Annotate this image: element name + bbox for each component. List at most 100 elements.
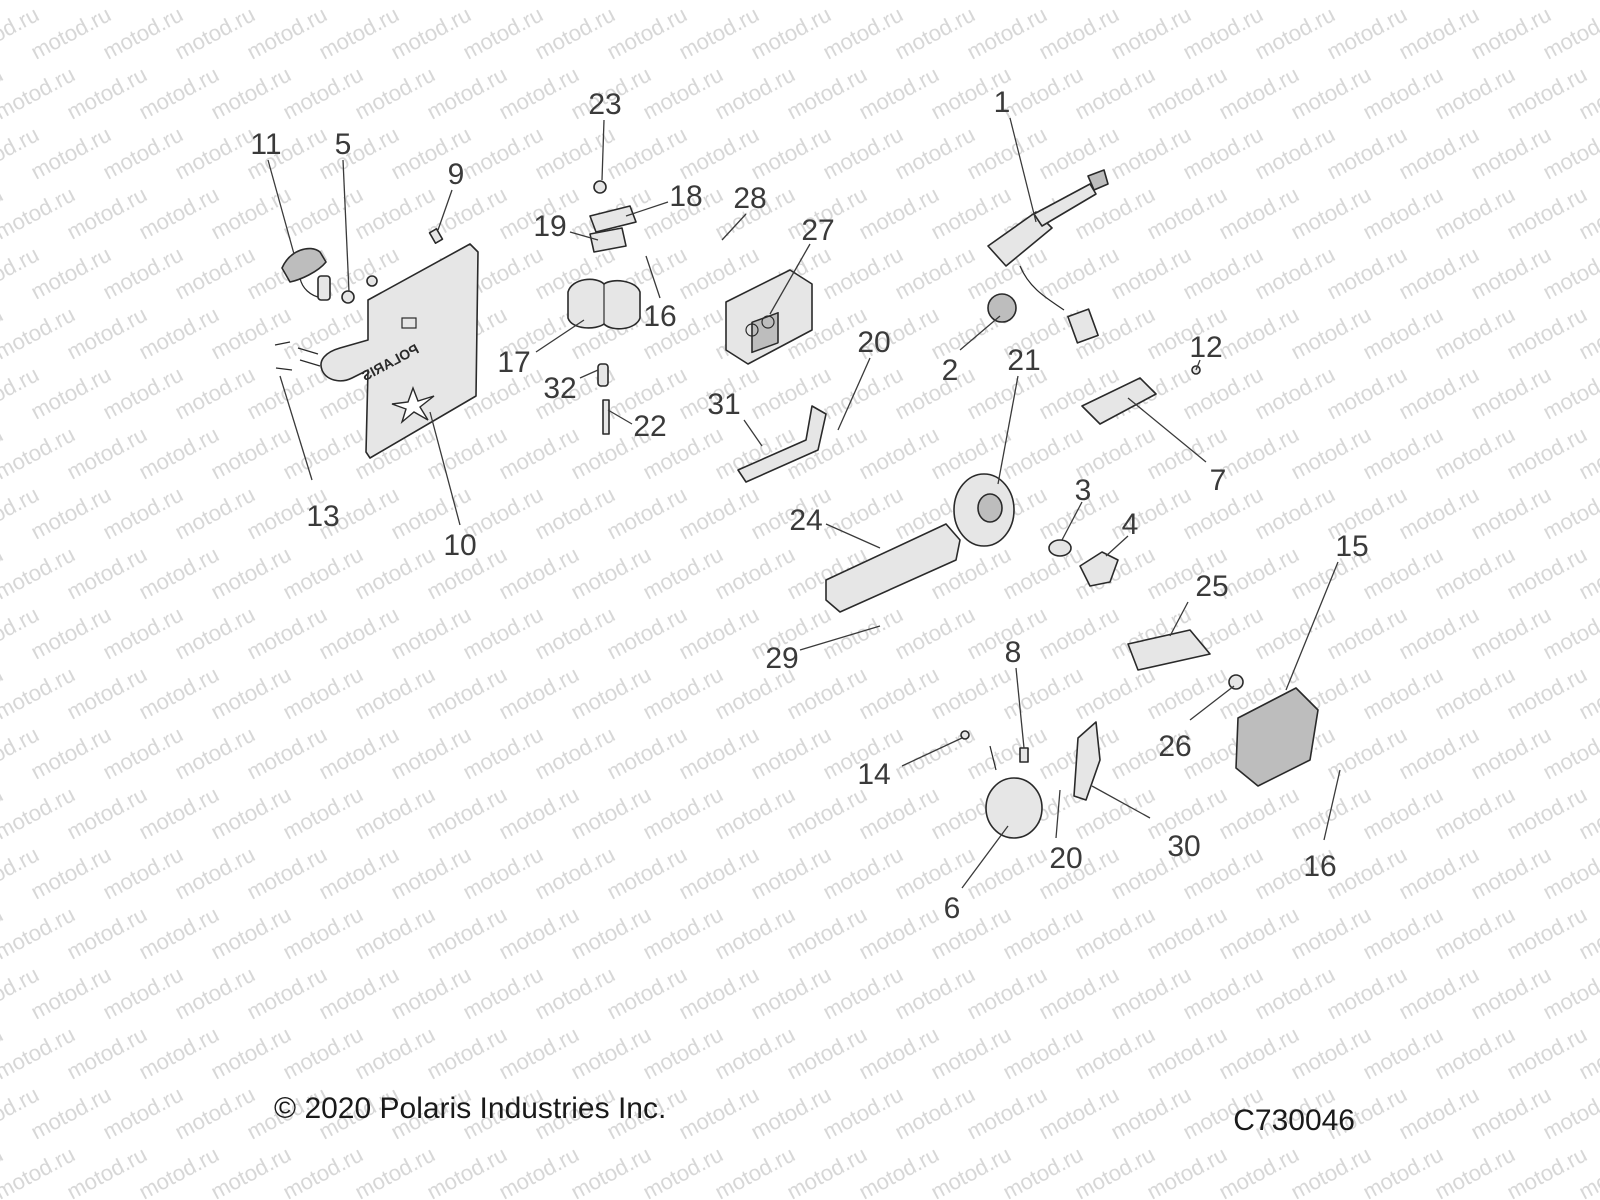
- watermark-text: motod.ru: [675, 482, 763, 545]
- watermark-text: motod.ru: [279, 542, 367, 605]
- watermark-text: motod.ru: [243, 362, 331, 425]
- watermark-text: motod.ru: [135, 662, 223, 725]
- watermark-text: motod.ru: [819, 1082, 907, 1145]
- watermark-text: motod.ru: [1143, 1022, 1231, 1085]
- watermark-text: motod.ru: [927, 0, 1015, 4]
- watermark-text: motod.ru: [351, 1142, 439, 1200]
- watermark-text: motod.ru: [135, 902, 223, 965]
- plate-star-logo: [391, 385, 435, 425]
- callout-30: 30: [1091, 785, 1201, 863]
- watermark-text: motod.ru: [1287, 1022, 1375, 1085]
- watermark-text: motod.ru: [531, 482, 619, 545]
- watermark-text: motod.ru: [1215, 422, 1303, 485]
- watermark-text: motod.ru: [1503, 902, 1591, 965]
- watermark-text: motod.ru: [675, 2, 763, 65]
- watermark-text: motod.ru: [135, 1022, 223, 1085]
- watermark-text: motod.ru: [1035, 602, 1123, 665]
- watermark-text: motod.ru: [315, 842, 403, 905]
- watermark-text: motod.ru: [495, 1142, 583, 1200]
- watermark-text: motod.ru: [1359, 302, 1447, 365]
- watermark-text: motod.ru: [99, 122, 187, 185]
- watermark-text: motod.ru: [387, 722, 475, 785]
- watermark-text: motod.ru: [531, 122, 619, 185]
- watermark-text: motod.ru: [891, 122, 979, 185]
- watermark-text: motod.ru: [675, 1082, 763, 1145]
- watermark-text: motod.ru: [963, 722, 1051, 785]
- watermark-text: motod.ru: [1395, 602, 1483, 665]
- watermark-text: motod.ru: [315, 122, 403, 185]
- watermark-text: motod.ru: [423, 662, 511, 725]
- watermark-text: motod.ru: [1503, 302, 1591, 365]
- callout-10-label: 10: [443, 529, 476, 562]
- bracket-3-part: [1073, 721, 1101, 801]
- watermark-text: motod.ru: [1359, 542, 1447, 605]
- watermark-text: motod.ru: [1287, 902, 1375, 965]
- watermark-text: motod.ru: [1431, 302, 1519, 365]
- watermark-text: motod.ru: [1503, 0, 1591, 4]
- watermark-text: motod.ru: [819, 482, 907, 545]
- watermark-text: motod.ru: [459, 962, 547, 1025]
- watermark-text: motod.ru: [495, 1022, 583, 1085]
- watermark-text: motod.ru: [1179, 242, 1267, 305]
- watermark-text: motod.ru: [747, 842, 835, 905]
- callout-23-label: 23: [588, 88, 621, 121]
- watermark-text: motod.ru: [495, 0, 583, 4]
- watermark-text: motod.ru: [1251, 242, 1339, 305]
- watermark-text: motod.ru: [315, 962, 403, 1025]
- callout-32: 32: [543, 369, 599, 405]
- watermark-text: motod.ru: [279, 422, 367, 485]
- watermark-text: motod.ru: [783, 1142, 871, 1200]
- watermark-text: motod.ru: [1359, 902, 1447, 965]
- watermark-text: motod.ru: [171, 962, 259, 1025]
- watermark-text: motod.ru: [135, 782, 223, 845]
- watermark-text: motod.ru: [27, 122, 115, 185]
- watermark-text: motod.ru: [1215, 0, 1303, 4]
- watermark-text: motod.ru: [675, 842, 763, 905]
- watermark-text: motod.ru: [27, 962, 115, 1025]
- callout-10: 10: [429, 411, 477, 562]
- watermark-text: motod.ru: [1395, 722, 1483, 785]
- watermark-text: motod.ru: [1575, 0, 1600, 4]
- long-bolt-part: [602, 399, 610, 435]
- watermark-text: motod.ru: [1179, 962, 1267, 1025]
- watermark-text: motod.ru: [63, 182, 151, 245]
- watermark-text: motod.ru: [675, 722, 763, 785]
- watermark-text: motod.ru: [1395, 122, 1483, 185]
- watermark-text: motod.ru: [99, 362, 187, 425]
- watermark-text: motod.ru: [243, 962, 331, 1025]
- callout-4: 4: [1105, 508, 1138, 557]
- watermark-text: motod.ru: [495, 542, 583, 605]
- callout-6: 6: [944, 825, 1009, 925]
- watermark-text: motod.ru: [855, 662, 943, 725]
- watermark-text: motod.ru: [99, 1082, 187, 1145]
- watermark-text: motod.ru: [63, 422, 151, 485]
- watermark-text: motod.ru: [1215, 1142, 1303, 1200]
- switch-part: [987, 169, 1109, 344]
- watermark-text: motod.ru: [171, 2, 259, 65]
- watermark-text: motod.ru: [963, 962, 1051, 1025]
- watermark-text: motod.ru: [999, 0, 1087, 4]
- watermark-text: motod.ru: [63, 0, 151, 4]
- watermark-text: motod.ru: [1035, 2, 1123, 65]
- watermark-text: motod.ru: [675, 962, 763, 1025]
- watermark-text: motod.ru: [1395, 962, 1483, 1025]
- callout-13: 13: [279, 375, 340, 533]
- watermark-text: motod.ru: [819, 122, 907, 185]
- watermark-text: motod.ru: [423, 782, 511, 845]
- watermark-text: motod.ru: [63, 1142, 151, 1200]
- callout-22-label: 22: [633, 410, 666, 443]
- watermark-text: motod.ru: [999, 902, 1087, 965]
- watermark-text: motod.ru: [171, 842, 259, 905]
- watermark-text: motod.ru: [1035, 122, 1123, 185]
- watermark-text: motod.ru: [999, 1142, 1087, 1200]
- watermark-text: motod.ru: [99, 242, 187, 305]
- drawing-code-text: C730046: [1233, 1104, 1355, 1137]
- watermark-text: motod.ru: [1503, 422, 1591, 485]
- watermark-text: motod.ru: [495, 662, 583, 725]
- callout-20a-label: 20: [857, 326, 890, 359]
- watermark-text: motod.ru: [135, 302, 223, 365]
- callout-20a: 20: [837, 326, 891, 431]
- callout-11: 11: [250, 128, 295, 255]
- watermark-text: motod.ru: [1395, 1082, 1483, 1145]
